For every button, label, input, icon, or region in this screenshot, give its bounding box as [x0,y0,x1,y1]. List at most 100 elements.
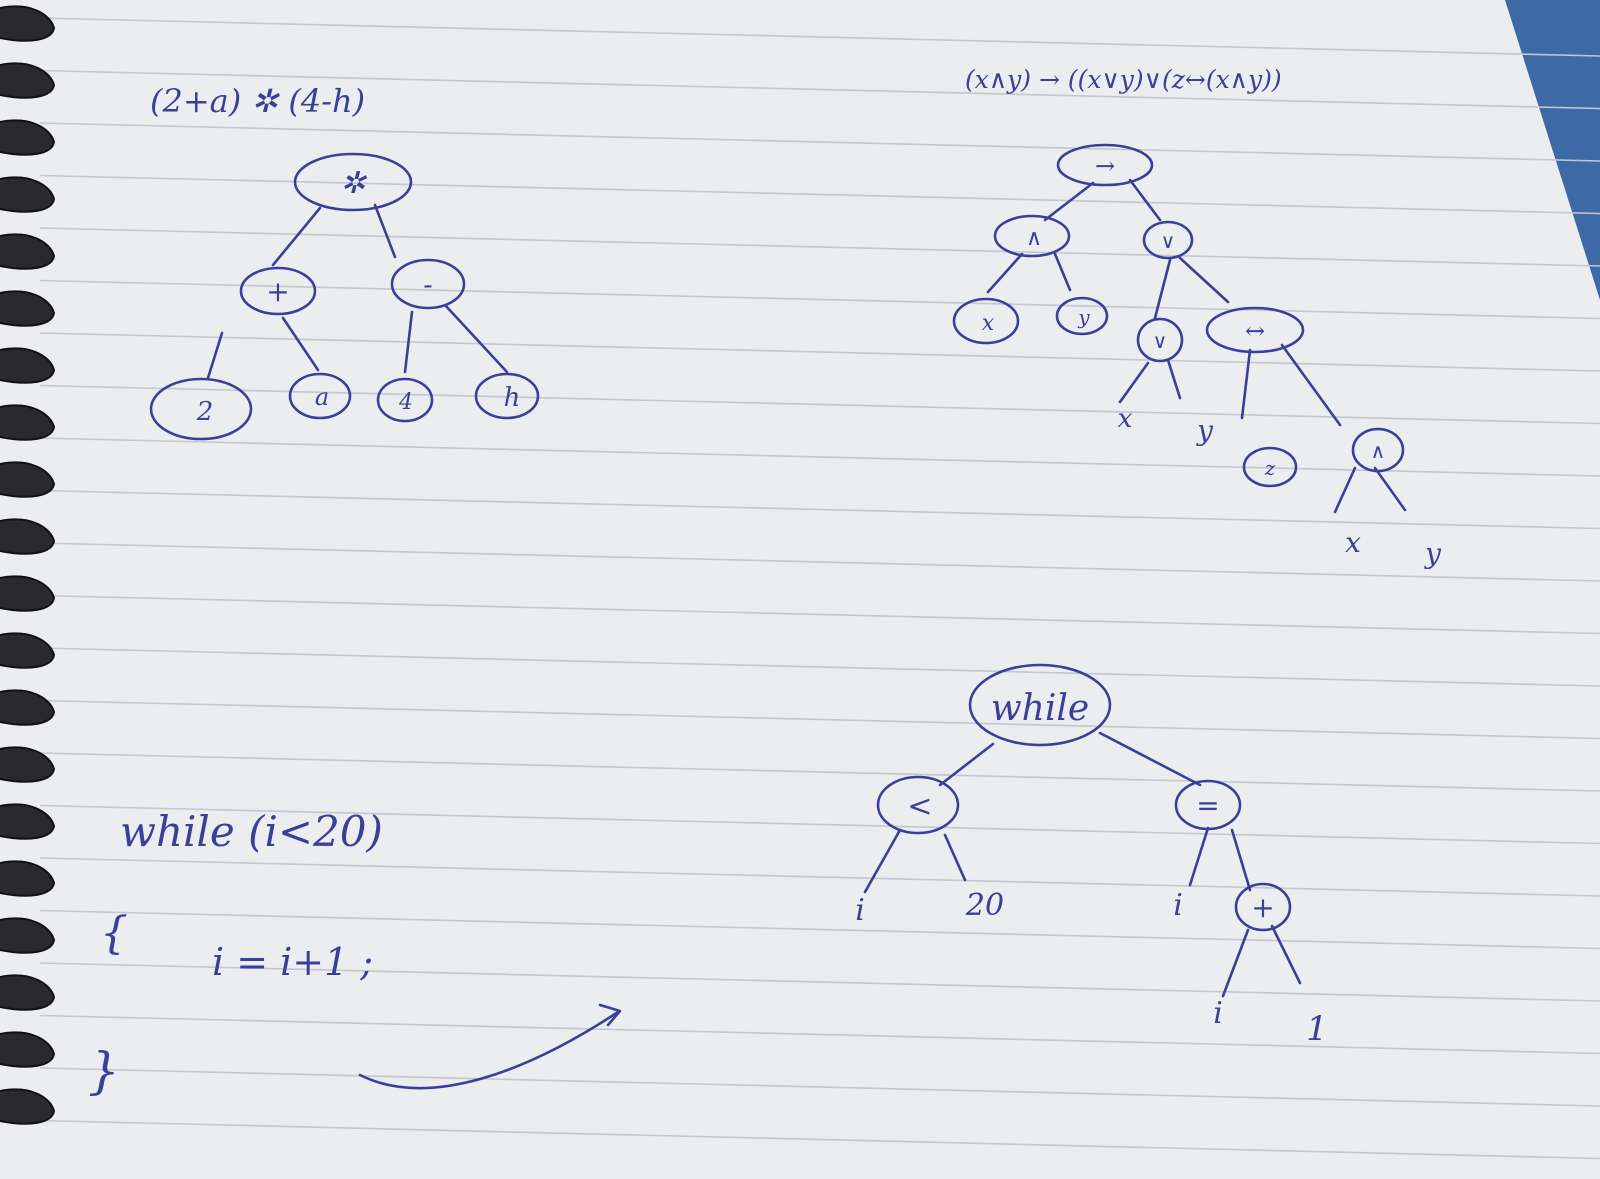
rule-line [39,122,1600,162]
spiral-coil [0,290,56,327]
spiral-coil [0,917,56,954]
tree1-plus-node [239,266,317,316]
rule-line [39,69,1600,110]
tree3-assign-node [1174,779,1242,831]
spiral-coil [0,974,56,1011]
tree2-iff-node [1205,306,1305,354]
rule-line [39,174,1600,215]
tree1-root-label: ✲ [340,166,367,201]
tree2-leaf-x3-label: x [1345,526,1361,559]
rule-line [39,647,1600,687]
tree3: while < = i 20 i + i 1 [855,663,1328,1049]
tree2-leaf-y2-label: y [1195,414,1214,447]
rule-line [39,1014,1600,1055]
spiral-coil [0,575,56,612]
tree1-root-node [293,152,413,212]
spiral-coil [0,860,56,897]
spiral-coil [0,347,56,384]
tree3-lt-node [876,775,960,835]
tree2: (x∧y) → ((x∨y)∨(z↔(x∧y)) → ∧ ∨ x y ∨ ↔ [952,65,1442,570]
tree2-and-label: ∧ [1026,226,1042,251]
tree1-plus-label: + [266,275,289,308]
tree2-and-node [993,214,1071,258]
tree2-inner-or-node [1136,317,1184,363]
rule-line [39,962,1600,1002]
tree1-leaf-h-node [474,372,540,420]
tree3-root-node [968,663,1112,747]
tree2-iff-label: ↔ [1245,317,1265,345]
rule-line [39,279,1600,320]
rule-line [39,227,1600,267]
tree3-assign-label: = [1196,789,1219,822]
rule-line [39,857,1600,897]
tree2-leaf-y1-label: y [1077,305,1090,329]
spiral-coil [0,404,56,441]
tree2-leaf-z-node [1242,446,1298,488]
rule-line [39,594,1600,635]
rule-line [39,909,1600,950]
rule-line [39,17,1600,57]
rule-line [39,1119,1600,1160]
code-line-3: i = i+1 ; [212,940,373,984]
tree2-root-node [1056,143,1154,187]
tree2-leaf-y1-node [1055,296,1109,336]
tree1-leaf-4-node [376,377,434,423]
tree1-minus-node [390,258,466,310]
tree1-minus-label: - [423,268,432,301]
spiral-coil [0,461,56,498]
rule-line [39,542,1600,582]
tree3-root-label: while [991,688,1089,729]
tree2-or-node [1142,220,1194,260]
code-line-1: while (i<20) [120,807,383,856]
spiral-coil [0,632,56,669]
spiral-coil [0,62,56,99]
code-block: while (i<20) { i = i+1 ; } [88,807,622,1100]
tree3-leaf-20-label: 20 [965,888,1004,923]
spiral-coil [0,689,56,726]
tree2-inner-or-label: ∨ [1153,329,1168,353]
tree2-edges [986,178,1407,514]
tree2-leaf-y3-label: y [1423,537,1442,570]
arrow-head [598,1003,622,1027]
tree1-leaf-4-label: 4 [398,390,413,415]
rule-line [39,332,1600,372]
code-line-4: } [88,1042,120,1100]
rule-line [39,752,1600,792]
rule-line [39,804,1600,845]
tree3-leaf-1-label: 1 [1306,1009,1328,1049]
tree3-leaf-i2-label: i [1173,888,1183,923]
rule-line [39,1067,1600,1107]
tree3-lt-label: < [907,789,932,824]
tree2-leaf-z-label: z [1264,456,1276,480]
spiral-coil [0,746,56,783]
tree2-inner-and-node [1351,427,1405,473]
spiral-coil [0,1088,56,1125]
spiral-coil [0,803,56,840]
tree3-leaf-i1-label: i [855,893,865,928]
tree3-leaf-i3-label: i [1213,996,1223,1031]
tree2-leaf-x1-label: x [982,311,995,336]
rule-line [39,437,1600,477]
tree2-expression: (x∧y) → ((x∨y)∨(z↔(x∧y)) [965,65,1282,94]
tree3-edges [863,731,1302,998]
rule-line [39,489,1600,530]
tree1-leaf-a-node [288,372,352,420]
tree3-plus-label: + [1251,891,1274,924]
tree1-leaf-a-label: a [315,383,329,411]
code-line-2: { [100,908,128,959]
tree2-leaf-x1-node [952,297,1020,345]
tree1-edges [206,203,509,380]
tree1-expression: (2+a) ✲ (4-h) [150,82,365,120]
tree2-root-label: → [1095,152,1115,180]
spiral-binding [0,5,56,1125]
tree1-leaf-2-label: 2 [196,397,214,427]
tree1: (2+a) ✲ (4-h) ✲ + - 2 a 4 h [149,82,540,441]
tree2-leaf-x2-label: x [1118,404,1133,434]
spiral-coil [0,5,56,42]
spiral-coil [0,518,56,555]
spiral-coil [0,1031,56,1068]
spiral-coil [0,119,56,156]
